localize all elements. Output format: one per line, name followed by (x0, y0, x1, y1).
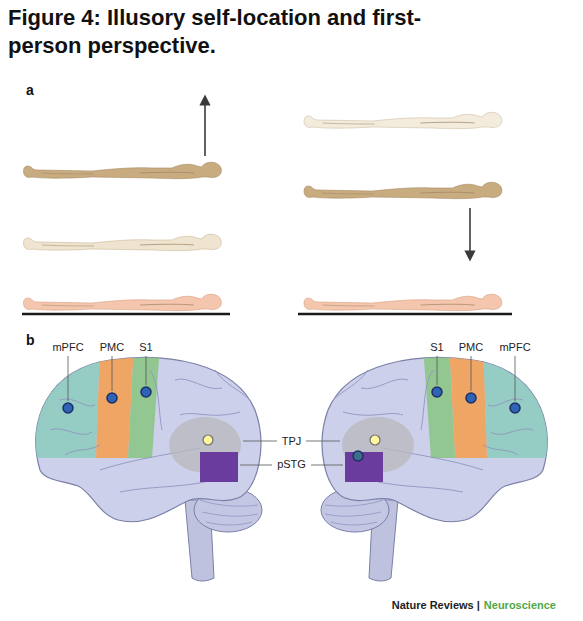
region-label: mPFC (52, 340, 83, 354)
mpfc-region (15, 345, 100, 458)
site-dot (63, 403, 73, 413)
region-label: mPFC (499, 340, 530, 354)
body-figure (304, 294, 502, 310)
figure-title: Figure 4: Illusory self-location and fir… (8, 4, 478, 59)
region-label: S1 (139, 340, 152, 354)
region-label: S1 (430, 340, 443, 354)
body-figure (304, 112, 502, 128)
brain (15, 345, 262, 581)
body-figure (23, 162, 221, 178)
pmc-region (96, 345, 134, 458)
region-label: TPJ (281, 435, 303, 448)
region-label: PMC (459, 340, 483, 354)
site-dot (203, 435, 213, 445)
region-label: pSTG (276, 458, 307, 471)
region-label: PMC (100, 340, 124, 354)
s1-region (128, 345, 160, 458)
pstg-region (200, 452, 238, 482)
up-arrow (204, 100, 206, 156)
leader-lines (68, 356, 515, 465)
panel-letter: a (26, 82, 34, 98)
journal-name: Nature Reviews | (392, 598, 480, 612)
down-arrow (469, 208, 471, 256)
journal-section: Neuroscience (484, 598, 556, 612)
ground-line (298, 313, 512, 316)
body-figure (23, 234, 221, 250)
body-figure (304, 182, 502, 198)
panel-letter: b (26, 332, 35, 348)
site-dot (353, 451, 363, 461)
site-dot (107, 393, 117, 403)
body-figure (23, 294, 221, 310)
ground-line (22, 313, 230, 316)
brain (321, 345, 568, 581)
site-dot (141, 387, 151, 397)
